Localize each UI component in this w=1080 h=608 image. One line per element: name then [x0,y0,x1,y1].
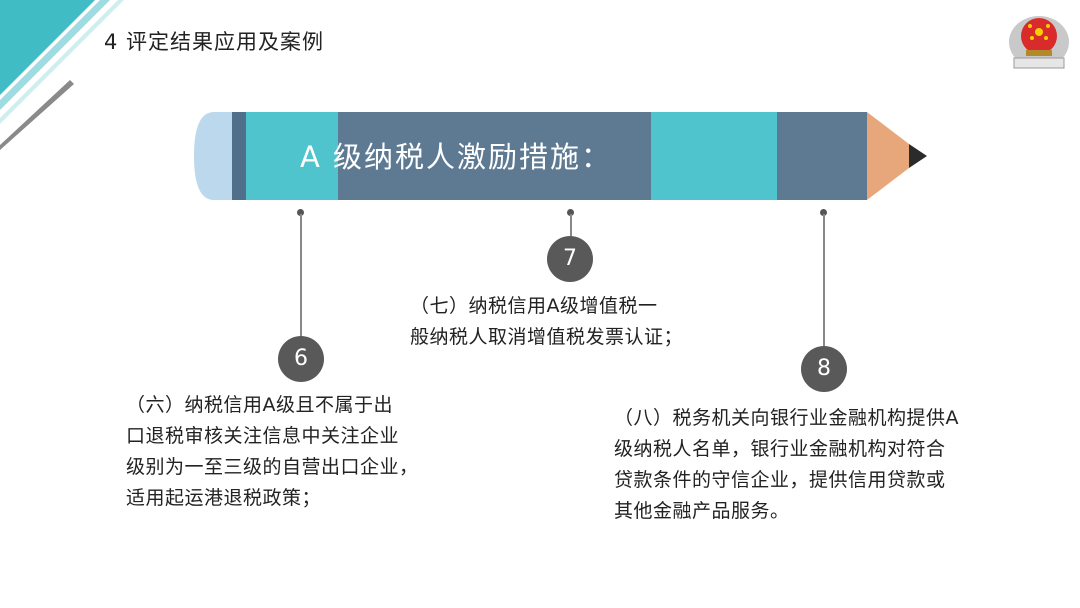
slide-title: 4 评定结果应用及案例 [104,30,325,54]
pencil-eraser [194,112,232,200]
leader-dot [820,209,827,216]
step-badge-6: 6 [278,336,324,382]
pencil-banner [194,112,927,200]
leader-line [823,214,825,346]
leader-line [570,214,572,236]
national-emblem-icon [1009,16,1069,69]
leader-dot [567,209,574,216]
item-text-6: （六）纳税信用A级且不属于出 口退税审核关注信息中关注企业 级别为一至三级的自营… [126,394,419,509]
pencil-tip [909,144,927,168]
item-text-8: （八）税务机关向银行业金融机构提供A 级纳税人名单，银行业金融机构对符合 贷款条… [614,407,959,522]
pencil-ferrule [232,112,246,200]
leader-dot [297,209,304,216]
pencil-wood [867,112,909,200]
corner-decoration [0,0,124,150]
pencil-label: A 级纳税人激励措施： [300,140,613,174]
leader-line [300,214,302,338]
item-text-7: （七）纳税信用A级增值税一 般纳税人取消增值税发票认证； [410,295,684,348]
step-badge-8: 8 [801,346,847,392]
step-badge-7: 7 [547,236,593,282]
